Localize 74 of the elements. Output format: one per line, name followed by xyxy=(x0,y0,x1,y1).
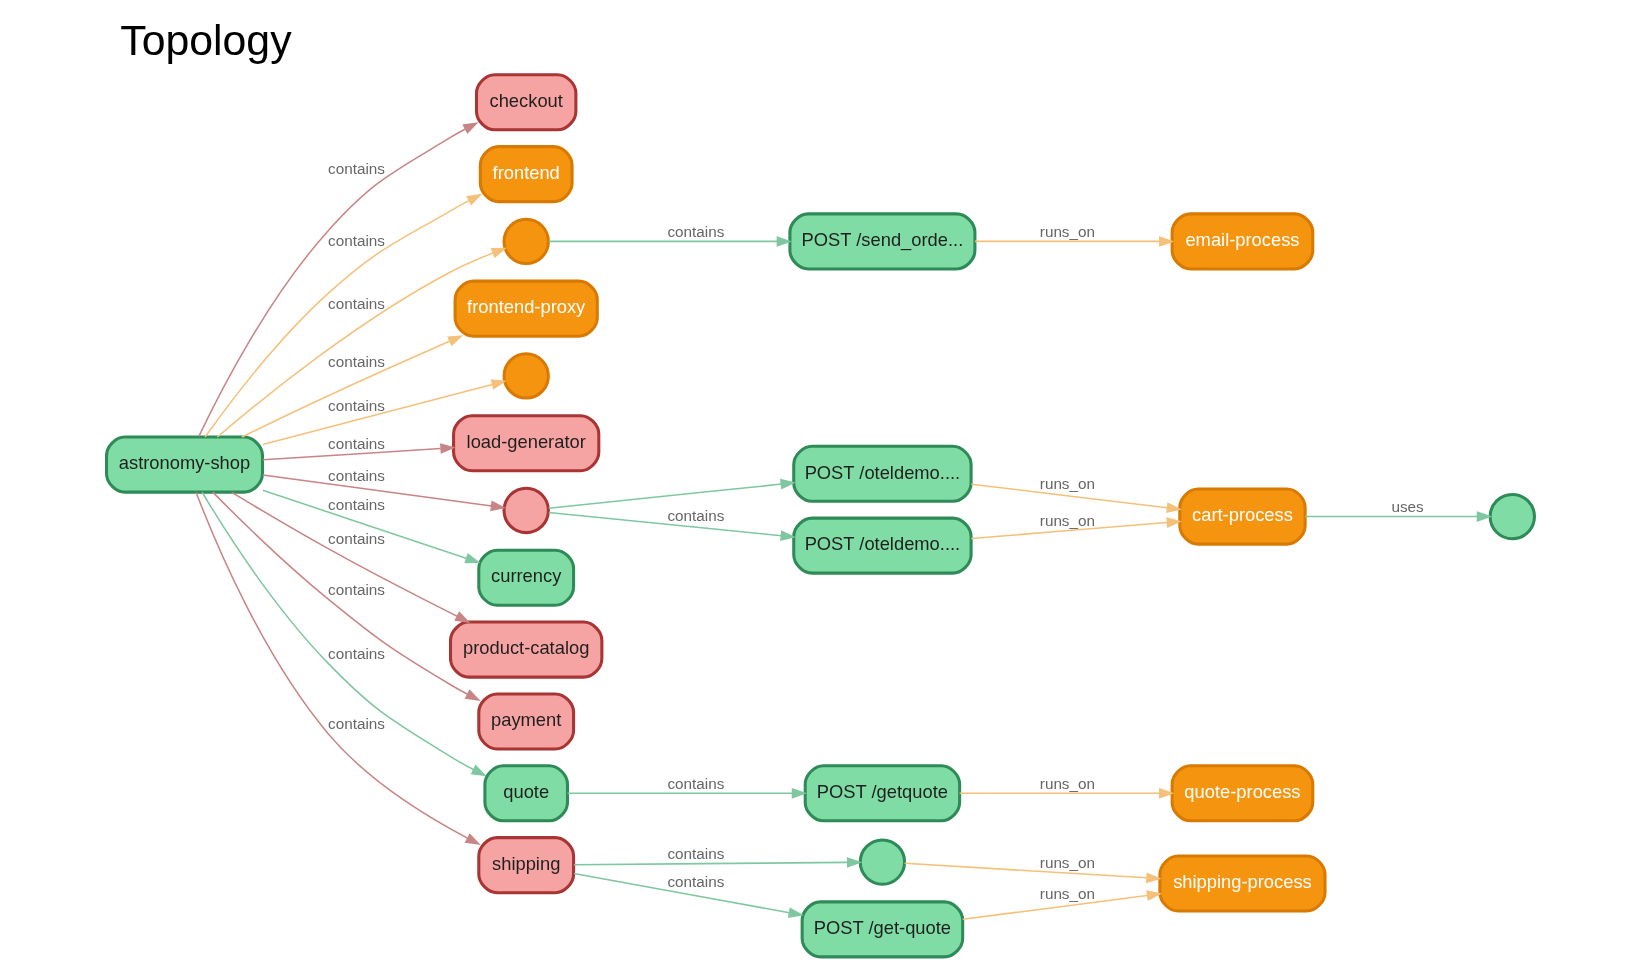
edge-label: runs_on xyxy=(1039,511,1095,529)
arrow xyxy=(200,491,487,776)
edge-label: contains xyxy=(327,466,385,484)
node-box: quote-process xyxy=(1170,763,1314,822)
arrow xyxy=(261,378,507,445)
edge-label: contains xyxy=(327,231,385,249)
node-box: shipping xyxy=(476,835,575,894)
arrow xyxy=(203,193,482,438)
arrow xyxy=(194,491,481,845)
edge-label: contains xyxy=(327,159,385,177)
edge-label: uses xyxy=(1390,497,1424,515)
arrow xyxy=(970,482,1182,513)
node-box: checkout xyxy=(474,72,577,131)
node-box: product-catalog xyxy=(448,620,603,679)
edge-label: contains xyxy=(327,352,385,370)
arrow xyxy=(973,235,1174,247)
node-circle xyxy=(502,351,550,400)
node-circle xyxy=(502,486,550,534)
arrow xyxy=(197,121,478,437)
arrow xyxy=(970,516,1182,539)
node-box: frontend xyxy=(478,144,574,203)
node-box: load-generator xyxy=(451,413,600,472)
node-box: POST /get-quote xyxy=(800,899,964,958)
node-box: POST /getquote xyxy=(803,763,961,822)
arrow xyxy=(240,334,463,438)
edge-label: runs_on xyxy=(1039,774,1095,792)
edge-label: contains xyxy=(327,580,385,598)
edge-label: contains xyxy=(327,495,385,513)
edge-label: contains xyxy=(327,396,385,414)
edge-label: contains xyxy=(327,714,385,732)
node-box: POST /oteldemo.... xyxy=(791,444,973,503)
node-box: frontend-proxy xyxy=(453,279,599,338)
arrow xyxy=(1303,510,1492,522)
node-box: POST /send_orde... xyxy=(787,211,976,270)
arrow xyxy=(216,247,507,438)
node-box: cart-process xyxy=(1177,487,1307,546)
node-box: quote xyxy=(482,763,569,822)
diagram-title: Topology xyxy=(119,15,292,64)
arrow xyxy=(230,491,470,623)
arrow xyxy=(261,442,456,460)
edge-label: runs_on xyxy=(1039,474,1095,492)
arrow xyxy=(958,787,1174,799)
node-circle xyxy=(1488,492,1536,540)
edge-label: runs_on xyxy=(1039,853,1095,871)
arrow xyxy=(566,787,807,799)
node-box: currency xyxy=(476,548,575,607)
arrow xyxy=(547,478,796,509)
edge-label: contains xyxy=(666,774,724,792)
arrow xyxy=(261,489,481,563)
arrow xyxy=(903,862,1162,883)
arrow xyxy=(961,889,1162,920)
arrow xyxy=(572,872,804,918)
edge-label: contains xyxy=(327,434,385,452)
arrow xyxy=(547,235,792,247)
edge-label: contains xyxy=(327,529,385,547)
arrow xyxy=(572,856,862,868)
node-circle xyxy=(502,217,550,265)
edge-label: contains xyxy=(666,506,724,524)
node-circle xyxy=(858,837,906,886)
node-box: POST /oteldemo.... xyxy=(791,516,973,575)
edge-label: contains xyxy=(666,844,724,862)
node-box: payment xyxy=(476,691,575,750)
edge-label: runs_on xyxy=(1039,884,1095,902)
edge-label: runs_on xyxy=(1039,222,1095,240)
node-box: astronomy-shop xyxy=(104,435,264,494)
arrow xyxy=(211,490,481,701)
edge-label: contains xyxy=(666,222,724,240)
node-box: shipping-process xyxy=(1157,853,1327,913)
edge-label: contains xyxy=(666,872,724,890)
edge-label: contains xyxy=(327,644,385,662)
node-box: email-process xyxy=(1170,211,1314,270)
arrow xyxy=(261,473,506,511)
edge-label: contains xyxy=(327,294,385,312)
arrow xyxy=(547,511,796,541)
